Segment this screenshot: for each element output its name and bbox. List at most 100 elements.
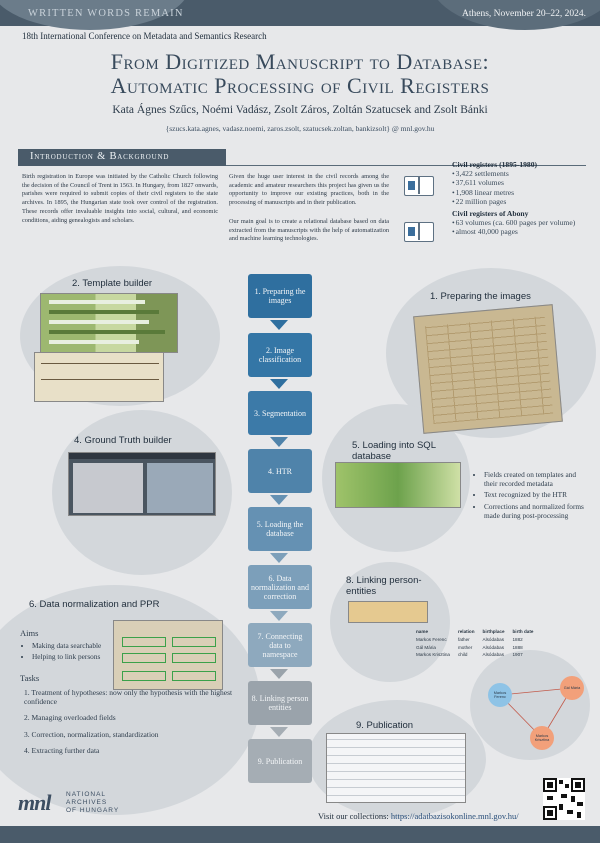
section-sql: 5. Loading into SQL database [352, 440, 436, 462]
stat-item: 22 million pages [452, 197, 592, 206]
pipeline-step-1: 1. Preparing the images [248, 274, 312, 318]
intro-paragraph-2: Given the huge user interest in the civi… [229, 173, 389, 207]
logo-text-line: NATIONAL [66, 791, 107, 798]
stats-box: Civil registers (1895-1980) 3,422 settle… [452, 160, 592, 236]
pipeline-arrow [270, 727, 288, 737]
table-cell: Gál Mária [416, 644, 436, 650]
table-header: birthplace [482, 629, 505, 634]
pipeline-step-7: 7. Connecting data to namespace [248, 623, 312, 667]
template-builder-screenshot [40, 293, 178, 353]
task-item: 1. Treatment of hypotheses: now only the… [24, 688, 233, 707]
footer-bar [0, 826, 600, 843]
section-publication: 9. Publication [356, 720, 414, 731]
aims-heading: Aims [20, 628, 39, 638]
sql-bullet-item: Text recognized by the HTR [484, 490, 584, 499]
normalization-sample-image [113, 620, 223, 690]
event-date: Athens, November 20–22, 2024. [461, 9, 586, 19]
table-cell: mother [457, 644, 473, 650]
title-line-2: Automatic Processing of Civil Registers [110, 73, 490, 98]
aims-list: Making data searchable Helping to link p… [20, 641, 120, 663]
pipeline-arrow [270, 669, 288, 679]
book-icon-2 [404, 222, 434, 242]
table-cell: Alsódabas [482, 644, 504, 650]
linking-sample-image [348, 601, 428, 623]
aims-item: Helping to link persons [32, 652, 120, 661]
section-normalization: 6. Data normalization and PPR [29, 599, 160, 610]
table-cell: father [457, 637, 470, 642]
logo-text-line: OF HUNGARY [66, 807, 120, 814]
stats-title-1: Civil registers (1895-1980) [452, 160, 538, 169]
authors: Kata Ágnes Szűcs, Noémi Vadász, Zsolt Zá… [112, 104, 488, 116]
intro-paragraph-1: Birth registration in Europe was initiat… [22, 173, 218, 224]
table-header: birth date [512, 629, 534, 634]
stats-list-2: 63 volumes (ca. 600 pages per volume) al… [452, 218, 592, 237]
pipeline-arrow [270, 553, 288, 563]
graph-node-child: Markos Krisztina [530, 726, 554, 750]
stat-item: 1,908 linear metres [452, 188, 592, 197]
pipeline-step-6: 6. Data normalization and correction [248, 565, 312, 609]
stat-item: 63 volumes (ca. 600 pages per volume) [452, 218, 592, 227]
intro-divider [226, 165, 586, 166]
task-item: 3. Correction, normalization, standardiz… [24, 729, 159, 739]
table-cell: Markos Ferenc [416, 637, 447, 642]
stat-item: 3,422 settlements [452, 169, 592, 178]
sql-screenshot [335, 462, 461, 508]
table-cell: 1907 [512, 652, 523, 658]
archives-logo-text: NATIONAL ARCHIVES OF HUNGARY [66, 791, 119, 815]
pipeline-step-8: 8. Linking person entities [248, 681, 312, 725]
table-cell: Alsódabas [482, 637, 504, 642]
table-row: Gál Mária mother Alsódabas 1888 [413, 645, 536, 651]
graph-node-father: Markos Ferenc [488, 683, 512, 707]
graph-node-mother: Gál Mária [560, 676, 584, 700]
pipeline-arrow [270, 320, 288, 330]
table-cell: Markos Krisztina [416, 652, 450, 658]
pipeline-arrow [270, 437, 288, 447]
poster-title: From Digitized Manuscript to Database: A… [0, 50, 600, 98]
intro-paragraph-3: Our main goal is to create a relational … [229, 218, 389, 243]
stat-item: 37,611 volumes [452, 178, 592, 187]
logo-text-line: ARCHIVES [66, 799, 108, 806]
pipeline-step-4: 4. HTR [248, 449, 312, 493]
table-header-row: name relation birthplace birth date [413, 629, 536, 635]
table-header: relation [457, 629, 475, 634]
collections-link[interactable]: https://adatbazisokonline.mnl.gov.hu/ [390, 811, 519, 821]
table-cell: 1888 [512, 644, 523, 650]
template-builder-sample [34, 352, 164, 402]
pipeline-step-9: 9. Publication [248, 739, 312, 783]
section-preparing-images: 1. Preparing the images [430, 291, 531, 302]
author-emails: {szucs.kata.agnes, vadasz.noemi, zaros.z… [165, 124, 435, 133]
stat-item: almost 40,000 pages [452, 227, 592, 236]
tasks-heading: Tasks [20, 673, 40, 683]
person-link-table: name relation birthplace birth date Mark… [411, 627, 538, 660]
table-cell: 1882 [512, 637, 523, 642]
visit-prefix: Visit our collections: [318, 811, 391, 821]
sql-bullet-item: Corrections and normalized forms made du… [484, 502, 584, 520]
table-cell: child [457, 652, 468, 658]
conference-name: 18th International Conference on Metadat… [22, 31, 267, 41]
publication-screenshot [326, 733, 466, 803]
pipeline-arrow [270, 379, 288, 389]
watermark-text: WRITTEN WORDS REMAIN [28, 8, 184, 19]
sql-bullets: Fields created on templates and their re… [472, 470, 584, 522]
section-linking: 8. Linking person-entities [346, 575, 422, 597]
sql-bullet-item: Fields created on templates and their re… [484, 470, 584, 488]
person-graph-edges [499, 687, 573, 739]
stats-title-2: Civil registers of Abony [452, 208, 529, 218]
title-line-1: From Digitized Manuscript to Database: [110, 49, 490, 74]
book-icon [404, 176, 434, 196]
visit-collections: Visit our collections: https://adatbazis… [318, 811, 519, 821]
aims-item: Making data searchable [32, 641, 120, 650]
section-ground-truth: 4. Ground Truth builder [74, 435, 172, 446]
pipeline-arrow [270, 611, 288, 621]
task-item: 4. Extracting further data [24, 745, 100, 755]
stats-list-1: 3,422 settlements 37,611 volumes 1,908 l… [452, 169, 592, 207]
pipeline-step-5: 5. Loading the database [248, 507, 312, 551]
task-item: 2. Managing overloaded fields [24, 713, 116, 723]
register-page-image [413, 304, 563, 434]
table-cell: Alsódabas [482, 652, 504, 658]
pipeline-step-3: 3. Segmentation [248, 391, 312, 435]
table-row: Markos Ferenc father Alsódabas 1882 [413, 637, 536, 643]
pipeline-step-2: 2. Image classification [248, 333, 312, 377]
section-template-builder: 2. Template builder [72, 278, 153, 289]
table-header: name [416, 629, 429, 634]
